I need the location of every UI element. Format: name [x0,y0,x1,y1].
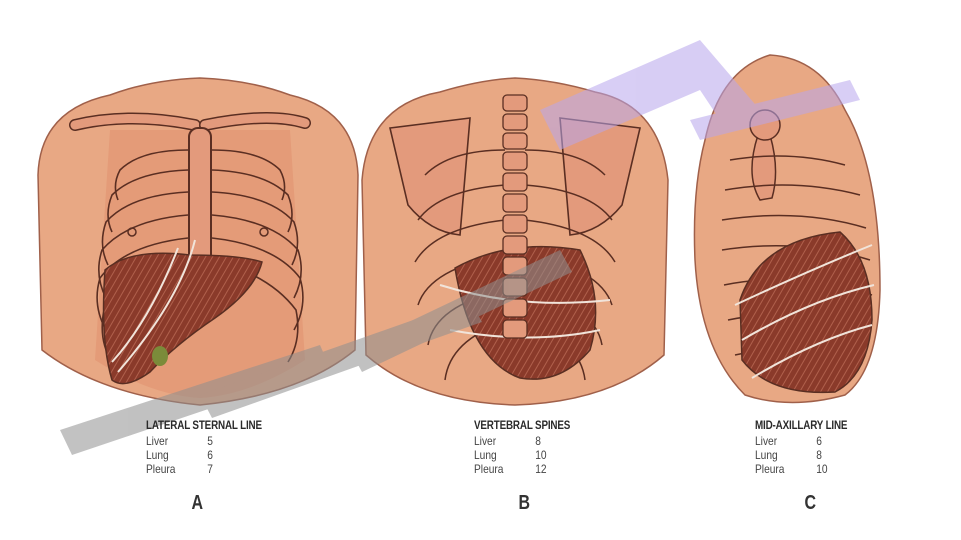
caption-title: LATERAL STERNAL LINE [146,418,262,432]
row-value: 6 [207,448,213,462]
panel-letter-c: C [804,492,817,514]
caption-b: VERTEBRAL SPINES Liver 8 Lung 10 Pleura … [474,418,634,476]
row-label: Liver [755,434,778,448]
caption-row: Liver 6 [755,434,891,448]
caption-title: VERTEBRAL SPINES [474,418,571,432]
torso-lateral [693,54,881,404]
caption-row: Pleura 10 [755,462,891,476]
row-value: 6 [816,434,822,448]
panel-letter-a: A [191,492,204,514]
caption-row: Lung 6 [146,448,282,462]
row-value: 5 [207,434,213,448]
caption-a: LATERAL STERNAL LINE Liver 5 Lung 6 Pleu… [146,418,306,476]
row-value: 8 [535,434,541,448]
caption-row: Lung 10 [474,448,610,462]
caption-row: Liver 5 [146,434,282,448]
row-value: 12 [535,462,547,476]
row-label: Lung [755,448,778,462]
row-label: Pleura [474,462,504,476]
caption-c: MID-AXILLARY LINE Liver 6 Lung 8 Pleura … [755,418,915,476]
row-label: Lung [474,448,497,462]
caption-row: Liver 8 [474,434,610,448]
row-label: Pleura [755,462,785,476]
caption-row: Pleura 7 [146,462,282,476]
panel-letter-b: B [518,492,531,514]
caption-row: Pleura 12 [474,462,610,476]
row-label: Liver [474,434,497,448]
watermark [60,40,860,455]
row-label: Pleura [146,462,176,476]
torso-posterior [361,77,669,406]
row-value: 10 [535,448,547,462]
row-value: 10 [816,462,828,476]
caption-title: MID-AXILLARY LINE [755,418,848,432]
row-value: 7 [207,462,213,476]
row-value: 8 [816,448,822,462]
row-label: Lung [146,448,169,462]
torso-anterior [37,77,359,406]
row-label: Liver [146,434,169,448]
caption-row: Lung 8 [755,448,891,462]
